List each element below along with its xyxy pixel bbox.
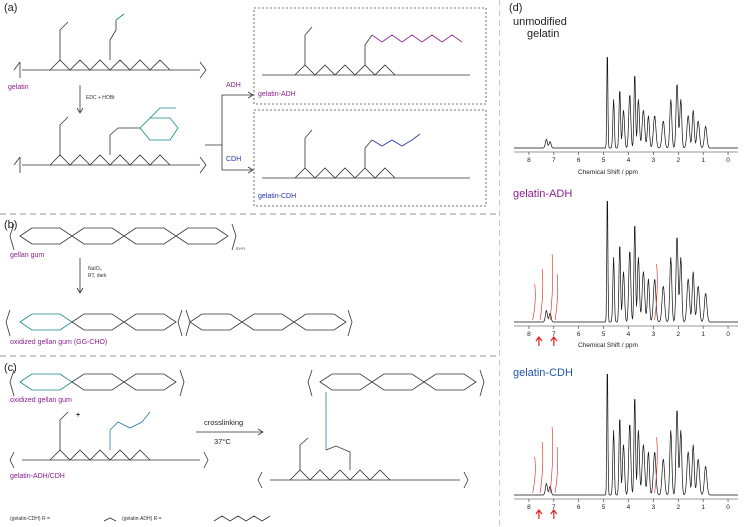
x-axis-title-1: Chemical Shift / ppm <box>578 169 638 176</box>
highlight-trace-2-0 <box>532 283 536 321</box>
highlight-trace-2-2 <box>549 253 554 321</box>
peak-arrow-2-0 <box>535 336 543 346</box>
nmr-spectra: 8 7 6 5 4 3 2 1 0 8 7 6 5 4 3 2 1 0 8 7 6 5 4 3 2 1 0 <box>514 57 738 519</box>
gelatin-adh-cdh-label: gelatin-ADH/CDH <box>10 473 65 480</box>
highlight-trace-2-1 <box>539 268 544 321</box>
x-tick-label-2-4: 4 <box>627 331 631 338</box>
highlight-trace-3-2 <box>549 426 554 494</box>
peak-arrow-3-0 <box>535 509 543 519</box>
nmr-trace-1 <box>514 57 738 149</box>
peak-arrow-3-1 <box>550 509 558 519</box>
x-tick-label-2-6: 2 <box>676 331 680 338</box>
x-tick-label-3-1: 7 <box>552 504 556 511</box>
highlight-trace-2-3 <box>554 273 559 321</box>
repeat-index: m+n <box>236 246 245 251</box>
periodate-reagent: NaIO₄ <box>88 266 102 272</box>
reaction-conditions: RT, dark <box>88 273 107 279</box>
highlight-trace-3-0 <box>532 456 536 494</box>
cdh-r-group-legend: (gelatin-CDH) R = <box>10 516 50 522</box>
panel-b-label: (b) <box>4 219 18 231</box>
plus-sign: + <box>76 412 81 419</box>
x-tick-label-2-2: 6 <box>577 331 581 338</box>
peak-arrow-2-1 <box>550 336 558 346</box>
highlight-trace-2-4 <box>654 263 658 321</box>
adh-r-group-legend: (gelatin-ADH) R = <box>122 516 162 522</box>
chemical-scheme-drawing <box>0 0 500 527</box>
gellan-gum-label: gellan gum <box>10 252 45 259</box>
x-tick-label-2-5: 3 <box>652 331 656 338</box>
x-tick-label-1-6: 2 <box>676 157 680 164</box>
spectrum-3-title: gelatin-CDH <box>513 367 573 379</box>
crosslinking-label: crosslinking <box>204 418 244 427</box>
oxidized-gellan-reactant-label: oxidized gellan gum <box>10 397 72 404</box>
nmr-trace-2 <box>514 200 738 323</box>
spectrum-2-title: gelatin-ADH <box>513 188 573 200</box>
x-tick-label-1-7: 1 <box>701 157 705 164</box>
x-tick-label-3-4: 4 <box>627 504 631 511</box>
x-tick-label-3-6: 2 <box>676 504 680 511</box>
nmr-trace-3 <box>514 373 738 496</box>
x-tick-label-1-3: 5 <box>602 157 606 164</box>
spectrum-1-title: unmodified gelatin <box>513 16 567 40</box>
highlight-trace-3-3 <box>554 446 559 494</box>
spectrum-1-title-line2: gelatin <box>527 28 560 41</box>
x-tick-label-3-3: 5 <box>602 504 606 511</box>
spectrum-1-title-line1: unmodified <box>513 16 567 28</box>
x-tick-label-1-0: 8 <box>527 157 531 164</box>
x-tick-label-1-4: 4 <box>627 157 631 164</box>
x-tick-label-3-2: 6 <box>577 504 581 511</box>
x-tick-label-2-8: 0 <box>726 331 730 338</box>
highlight-trace-3-1 <box>539 441 544 494</box>
x-tick-label-1-1: 7 <box>552 157 556 164</box>
x-tick-label-2-0: 8 <box>527 331 531 338</box>
x-tick-label-3-7: 1 <box>701 504 705 511</box>
panel-c-label: (c) <box>4 362 17 374</box>
panel-d-label: (d) <box>509 2 523 14</box>
gelatin-adh-label: gelatin-ADH <box>258 91 296 98</box>
x-tick-label-2-1: 7 <box>552 331 556 338</box>
x-tick-label-3-8: 0 <box>726 504 730 511</box>
x-tick-label-1-8: 0 <box>726 157 730 164</box>
cdh-route-label: CDH <box>226 156 242 163</box>
temperature-label: 37°C <box>214 437 231 446</box>
gelatin-label: gelatin <box>8 84 29 91</box>
x-tick-label-1-5: 3 <box>652 157 656 164</box>
highlight-trace-3-4 <box>654 436 658 494</box>
gelatin-cdh-label: gelatin-CDH <box>258 193 297 200</box>
oxidized-gellan-label: oxidized gellan gum (GG-CHO) <box>10 339 108 346</box>
x-axis-title-2: Chemical Shift / ppm <box>578 342 638 349</box>
x-tick-label-1-2: 6 <box>577 157 581 164</box>
panel-a-label: (a) <box>4 2 18 14</box>
x-tick-label-2-7: 1 <box>701 331 705 338</box>
x-tick-label-3-5: 3 <box>652 504 656 511</box>
adh-route-label: ADH <box>226 82 241 89</box>
x-tick-label-3-0: 8 <box>527 504 531 511</box>
edc-hobt-reagent: EDC + HOBt <box>86 95 115 101</box>
x-tick-label-2-3: 5 <box>602 331 606 338</box>
